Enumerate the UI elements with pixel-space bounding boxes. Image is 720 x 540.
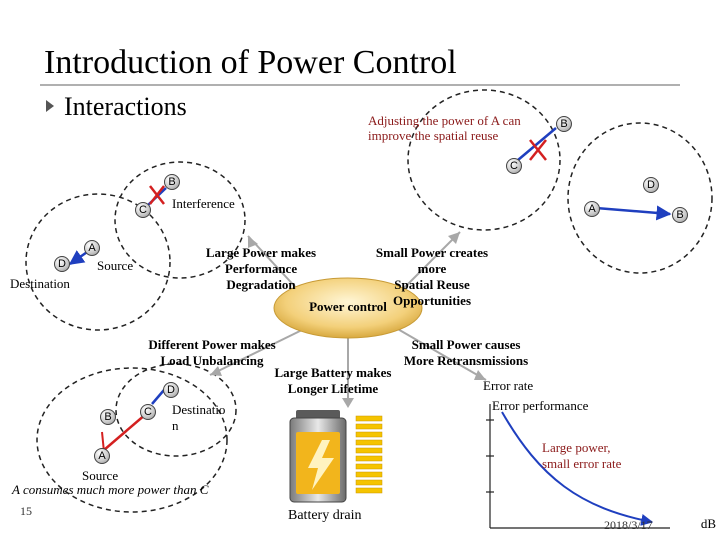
source-label: Source xyxy=(97,258,134,273)
spatial-reuse-caption-line2: improve the spatial reuse xyxy=(368,128,499,143)
different-power-label: Different Power makes Load Unbalancing xyxy=(148,337,276,368)
page-number: 15 xyxy=(20,504,32,518)
large-power-annotation: Large power, small error rate xyxy=(542,440,622,471)
node-b-right: B xyxy=(672,207,688,223)
node-d: D xyxy=(643,177,659,193)
node-b: B xyxy=(164,174,180,190)
battery-icon xyxy=(289,410,383,503)
bullet-arrow-icon xyxy=(46,100,54,112)
error-chart-axes xyxy=(486,404,670,529)
arrow-load-unbalancing xyxy=(209,329,303,376)
power-control-label: Power control xyxy=(309,299,387,314)
arrow-retransmissions xyxy=(395,327,487,381)
node-b: B xyxy=(556,116,572,132)
range-circle xyxy=(567,122,713,274)
interference-label: Interference xyxy=(172,196,235,211)
bullet-interactions: Interactions xyxy=(64,92,187,121)
power-control-hub xyxy=(273,277,423,339)
battery-lifetime-label: Large Battery makes Longer Lifetime xyxy=(274,365,392,396)
cross-icon xyxy=(529,139,547,161)
node-c: C xyxy=(506,158,522,174)
range-circle xyxy=(114,161,246,279)
large-power-label: Large Power makes Performance Degradatio… xyxy=(205,245,317,292)
cross-icon xyxy=(149,185,165,205)
link-a-b xyxy=(103,413,147,451)
range-circle xyxy=(407,89,561,231)
slide-date: 2018/3/17 xyxy=(604,518,653,532)
range-circle xyxy=(36,367,228,513)
error-rate-label: Error rate xyxy=(483,378,534,393)
node-a: A xyxy=(84,240,100,256)
range-circle xyxy=(115,363,237,457)
arrow-large-power xyxy=(247,235,301,293)
range-circle xyxy=(25,193,171,331)
small-power-label: Small Power creates more Spatial Reuse O… xyxy=(375,245,489,308)
link-c-d xyxy=(151,389,165,405)
destination-label: Destinatio n xyxy=(172,402,226,433)
node-a: A xyxy=(584,201,600,217)
unit-label: dB xyxy=(700,516,716,531)
source-label: Source xyxy=(82,468,119,483)
link-d-a xyxy=(595,205,672,221)
spatial-reuse-caption-line1: Adjusting the power of A can xyxy=(368,113,521,128)
battery-drain-caption: Battery drain xyxy=(288,508,362,523)
error-performance-title: Error performance xyxy=(492,398,589,413)
error-curve xyxy=(501,411,654,526)
node-a: A xyxy=(94,448,110,464)
node-d: D xyxy=(163,382,179,398)
node-d: D xyxy=(54,256,70,272)
node-c: C xyxy=(135,202,151,218)
power-consumption-caption: A consumes much more power than C xyxy=(12,482,209,497)
destination-label: Destination xyxy=(10,276,70,291)
slide-title: Introduction of Power Control xyxy=(44,44,457,81)
small-retrans-label: Small Power causes More Retransmissions xyxy=(403,337,529,368)
link-c-b xyxy=(517,127,557,161)
title-divider xyxy=(40,84,680,86)
node-b: B xyxy=(100,409,116,425)
node-c: C xyxy=(140,404,156,420)
arrow-small-power xyxy=(399,231,461,293)
